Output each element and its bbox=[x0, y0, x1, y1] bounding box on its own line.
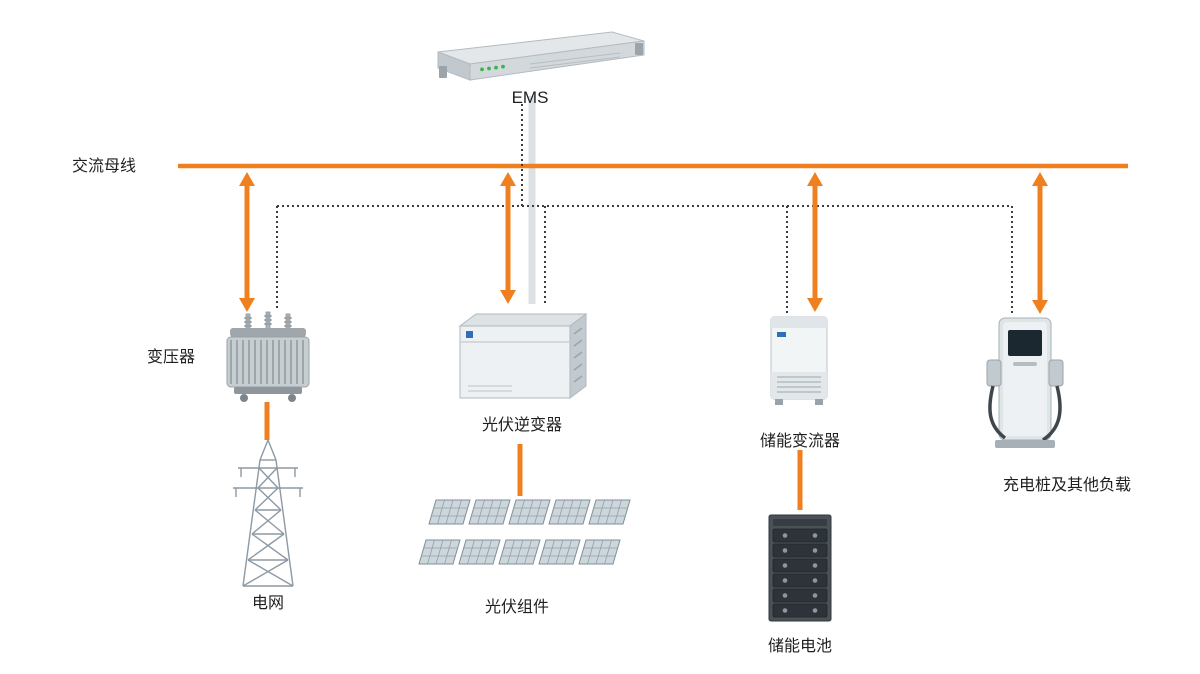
charger-load-label: 充电桩及其他负载 bbox=[1002, 477, 1131, 494]
ems-device-icon bbox=[420, 24, 650, 88]
grid-tower-icon bbox=[228, 436, 308, 591]
storage-battery-label: 储能电池 bbox=[767, 638, 832, 655]
flow-arrow-inverter bbox=[500, 172, 516, 304]
ems-label: EMS bbox=[511, 88, 549, 107]
transformer-label: 变压器 bbox=[146, 349, 195, 366]
bus-label: 交流母线 bbox=[72, 158, 137, 175]
storage-battery-icon bbox=[765, 512, 835, 627]
pv-inverter-icon bbox=[452, 306, 592, 406]
pv-inverter-label: 光伏逆变器 bbox=[481, 417, 562, 434]
flow-arrow-converter bbox=[807, 172, 823, 312]
storage-converter-icon bbox=[766, 314, 832, 409]
storage-converter-label: 储能变流器 bbox=[759, 433, 840, 450]
pv-modules-icon bbox=[415, 496, 633, 576]
pv-modules-label: 光伏组件 bbox=[484, 599, 549, 616]
charging-pile-icon bbox=[975, 314, 1075, 454]
flow-arrow-charger bbox=[1032, 172, 1048, 314]
transformer-icon bbox=[222, 310, 314, 404]
flow-arrow-transformer bbox=[239, 172, 255, 312]
grid-label: 电网 bbox=[251, 595, 284, 612]
